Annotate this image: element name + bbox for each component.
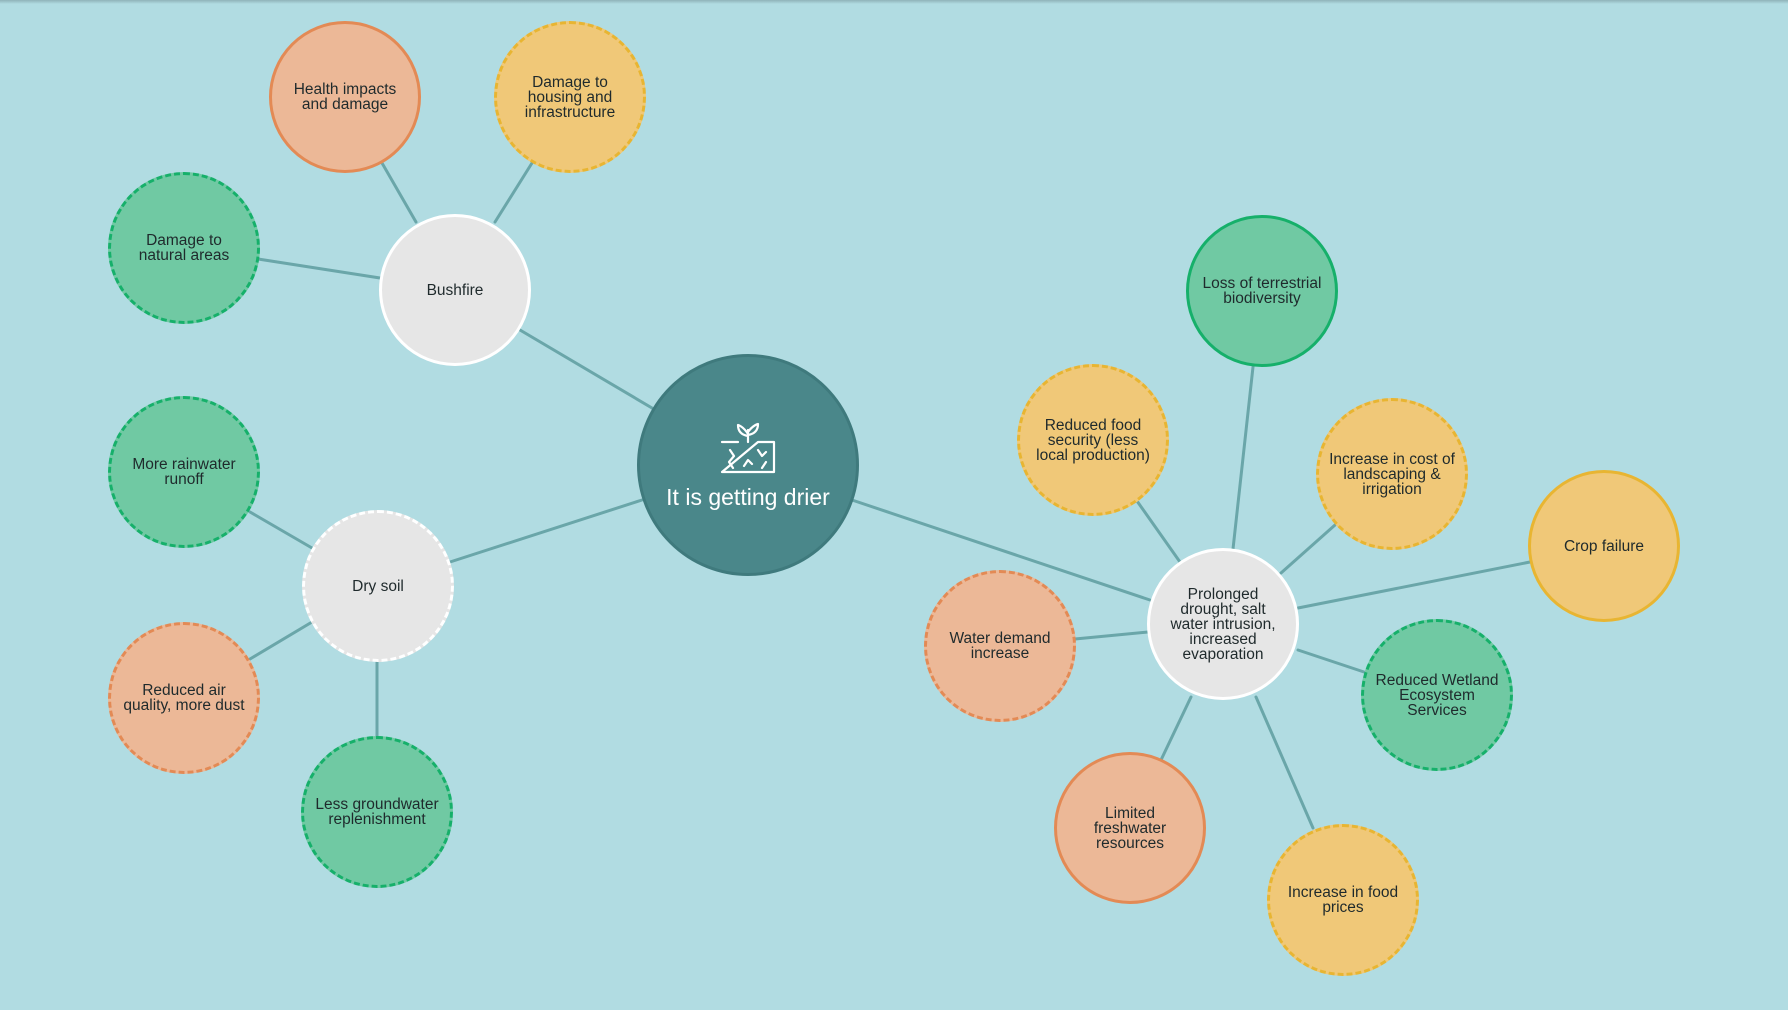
hub-drought[interactable]: Prolonged drought, salt water intrusion,…	[1147, 548, 1299, 700]
leaf-rainwater-runoff-label: More rainwater runoff	[132, 456, 236, 488]
leaf-groundwater[interactable]: Less groundwater replenishment	[301, 736, 453, 888]
edge-center-drought	[850, 498, 1152, 602]
edge-center-dry-soil	[448, 498, 644, 564]
leaf-food-security[interactable]: Reduced food security (less local produc…	[1017, 364, 1169, 516]
leaf-damage-housing-label: Damage to housing and infrastructure	[524, 73, 616, 121]
leaf-water-demand[interactable]: Water demand increase	[924, 570, 1076, 722]
edge-bushfire-housing	[493, 161, 534, 224]
leaf-wetland-services-label: Reduced Wetland Ecosystem Services	[1375, 671, 1499, 719]
edge-bushfire-natural	[256, 257, 382, 280]
hub-drought-label: Prolonged drought, salt water intrusion,…	[1170, 585, 1276, 663]
leaf-landscaping-cost-label: Increase in cost of landscaping & irriga…	[1329, 450, 1455, 498]
leaf-food-prices[interactable]: Increase in food prices	[1267, 824, 1419, 976]
edge-drought-water-demand	[1073, 630, 1150, 641]
leaf-food-security-label: Reduced food security (less local produc…	[1036, 416, 1150, 464]
edge-drysoil-runoff	[248, 510, 314, 550]
hub-dry-soil-label: Dry soil	[352, 577, 404, 595]
edge-drought-freshwater	[1159, 695, 1193, 762]
hub-dry-soil[interactable]: Dry soil	[302, 510, 454, 662]
hub-bushfire-label: Bushfire	[426, 281, 484, 299]
hub-bushfire[interactable]: Bushfire	[379, 214, 531, 366]
leaf-crop-failure-label: Crop failure	[1563, 537, 1645, 555]
leaf-crop-failure[interactable]: Crop failure	[1528, 470, 1680, 622]
leaf-groundwater-label: Less groundwater replenishment	[315, 796, 439, 828]
leaf-damage-housing[interactable]: Damage to housing and infrastructure	[494, 21, 646, 173]
leaf-water-demand-label: Water demand increase	[949, 630, 1051, 662]
leaf-freshwater-label: Limited freshwater resources	[1093, 804, 1167, 852]
edge-drought-wetland	[1296, 648, 1366, 674]
leaf-rainwater-runoff[interactable]: More rainwater runoff	[108, 396, 260, 548]
edge-drought-biodiversity	[1231, 365, 1255, 551]
leaf-damage-natural[interactable]: Damage to natural areas	[108, 172, 260, 324]
leaf-terrestrial-biodiversity-label: Loss of terrestrial biodiversity	[1202, 275, 1322, 307]
edge-bushfire-health	[380, 161, 418, 224]
leaf-damage-natural-label: Damage to natural areas	[138, 232, 230, 264]
edge-drought-landscaping	[1279, 523, 1337, 575]
leaf-food-prices-label: Increase in food prices	[1287, 884, 1399, 916]
leaf-freshwater[interactable]: Limited freshwater resources	[1054, 752, 1206, 904]
center-label: It is getting drier	[666, 484, 830, 510]
leaf-terrestrial-biodiversity[interactable]: Loss of terrestrial biodiversity	[1186, 215, 1338, 367]
leaf-air-quality-label: Reduced air quality, more dust	[123, 682, 245, 714]
top-shadow	[0, 0, 1788, 4]
edge-center-bushfire	[518, 328, 654, 410]
cracked-ground-sprout-icon	[720, 422, 776, 474]
leaf-landscaping-cost[interactable]: Increase in cost of landscaping & irriga…	[1316, 398, 1468, 550]
leaf-air-quality[interactable]: Reduced air quality, more dust	[108, 622, 260, 774]
edge-drought-crop	[1296, 560, 1532, 610]
center-node[interactable]: It is getting drier	[637, 354, 859, 576]
leaf-health-impacts-label: Health impacts and damage	[293, 81, 397, 113]
leaf-wetland-services[interactable]: Reduced Wetland Ecosystem Services	[1361, 619, 1513, 771]
edge-drought-foodsecurity	[1135, 499, 1182, 564]
edge-drysoil-air	[248, 620, 314, 661]
leaf-health-impacts[interactable]: Health impacts and damage	[269, 21, 421, 173]
edge-drought-foodprices	[1254, 695, 1315, 830]
